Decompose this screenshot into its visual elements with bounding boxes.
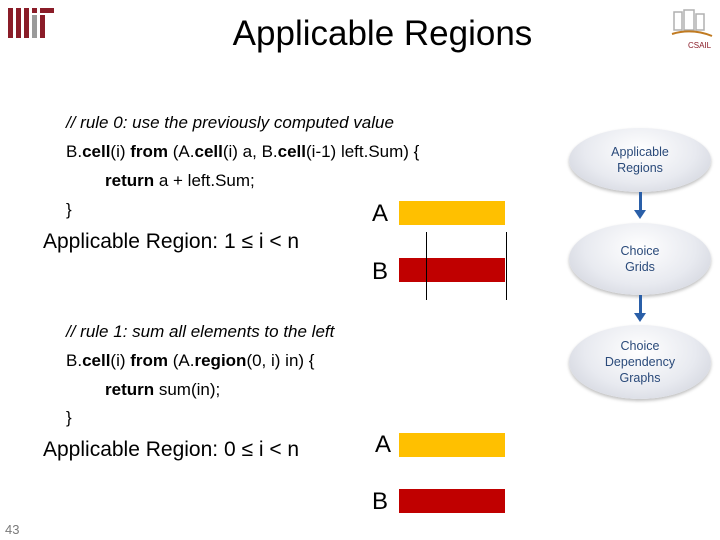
- rule1-array-b-bar: [399, 489, 505, 513]
- sidebar-item-applicable-regions[interactable]: Applicable Regions: [569, 128, 711, 192]
- rule1-label-a: A: [375, 431, 392, 458]
- arrow-down-icon: [639, 295, 642, 315]
- rule0-comment: // rule 0: use the previously computed v…: [66, 113, 394, 132]
- rule0-code-line2: return a + left.Sum;: [105, 171, 255, 190]
- sidebar-item-choice-dependency-graphs[interactable]: Choice Dependency Graphs: [569, 325, 711, 399]
- rule0-label-a: A: [372, 200, 389, 227]
- rule1-applicable-region: Applicable Region: 0 ≤ i < n: [43, 438, 300, 461]
- rule1-comment: // rule 1: sum all elements to the left: [66, 322, 335, 341]
- rule1-array-a-bar: [399, 433, 505, 457]
- sidebar-item-label: Applicable Regions: [611, 145, 669, 175]
- rule1-code-line3: }: [66, 408, 72, 427]
- arrow-down-icon: [639, 192, 642, 212]
- rule0-array-a-bar: [399, 201, 505, 225]
- rule0-applicable-region: Applicable Region: 1 ≤ i < n: [43, 230, 300, 253]
- rule1-code-line2: return sum(in);: [105, 380, 221, 399]
- rule0-label-b: B: [372, 258, 389, 285]
- rule1-label-b: B: [372, 488, 389, 515]
- mit-logo: [8, 8, 54, 38]
- slide-number: 43: [5, 522, 20, 537]
- svg-text:CSAIL: CSAIL: [688, 41, 712, 50]
- rule0-code-line3: }: [66, 200, 72, 219]
- arrow-head-icon: [634, 210, 646, 219]
- rule1-code-line1: B.cell(i) from (A.region(0, i) in) {: [66, 351, 315, 370]
- rule0-region-start-line: [426, 232, 427, 300]
- sidebar-item-label: Choice Dependency Graphs: [604, 339, 676, 385]
- rule0-region-end-line: [506, 232, 507, 300]
- rule0-code-line1: B.cell(i) from (A.cell(i) a, B.cell(i-1)…: [66, 142, 420, 161]
- arrow-head-icon: [634, 313, 646, 322]
- csail-logo: CSAIL: [671, 9, 713, 50]
- slide-title: Applicable Regions: [232, 14, 533, 53]
- rule0-array-b-bar: [399, 258, 505, 282]
- sidebar-item-label: Choice Grids: [620, 244, 660, 274]
- sidebar-item-choice-grids[interactable]: Choice Grids: [569, 223, 711, 295]
